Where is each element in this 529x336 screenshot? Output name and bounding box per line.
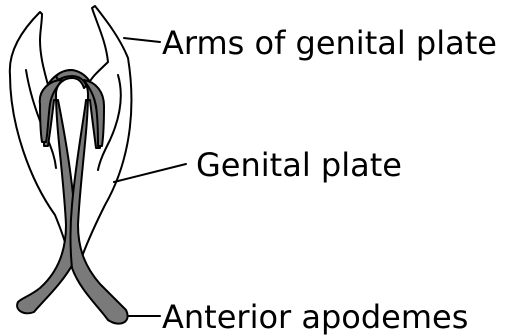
arms-leader-line — [124, 38, 160, 42]
plate-label: Genital plate — [196, 146, 402, 184]
arms-label: Arms of genital plate — [162, 24, 497, 62]
plate-leader-line — [114, 164, 186, 182]
apodemes-label: Anterior apodemes — [162, 298, 468, 336]
